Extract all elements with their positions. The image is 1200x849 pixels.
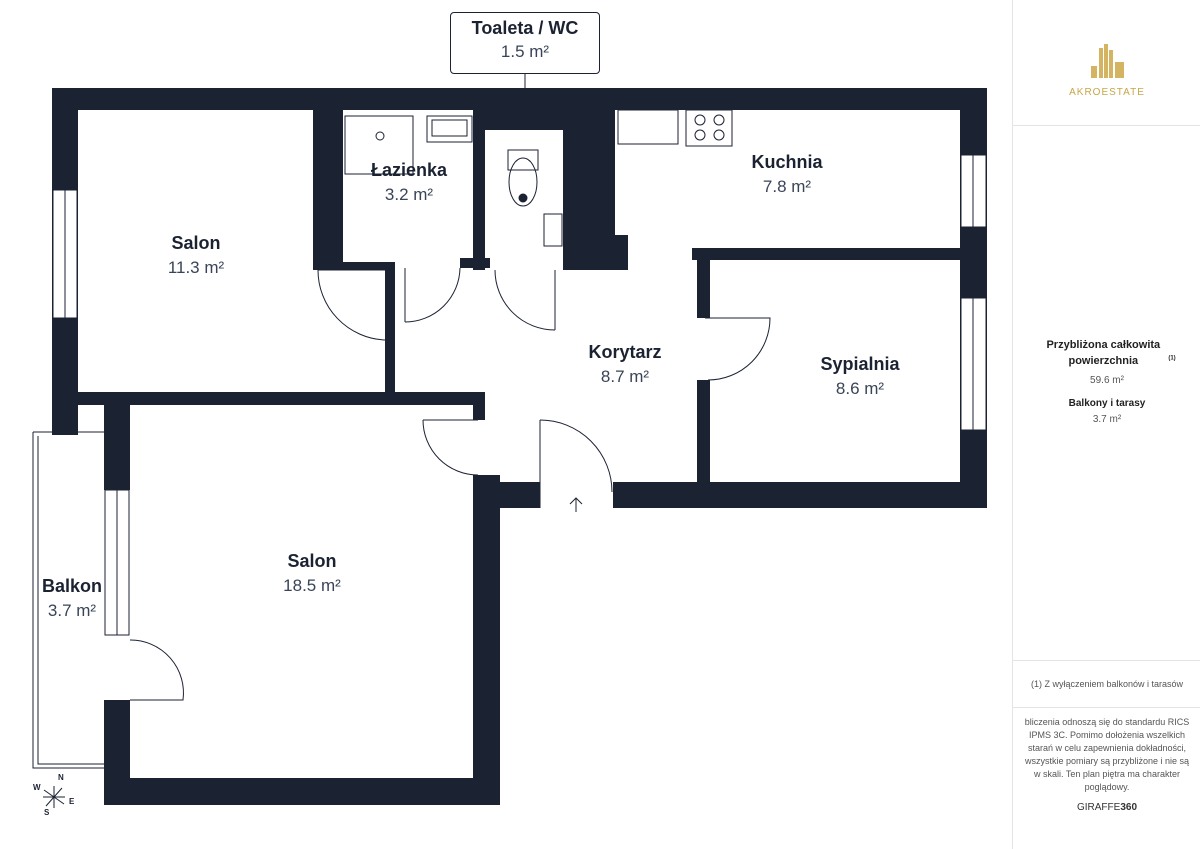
- compass-icon: [43, 786, 65, 808]
- fixtures: [344, 109, 733, 247]
- balcony-value: 3.7 m²: [1092, 414, 1122, 425]
- building-logo-icon: [1091, 44, 1124, 78]
- walls: [52, 88, 987, 805]
- windows: [52, 154, 987, 636]
- brand-b: 360: [1120, 802, 1138, 813]
- brand: GIRAFFE360: [1023, 802, 1191, 813]
- disclaimer-block: bliczenia odnoszą się do standardu RICS …: [1023, 716, 1191, 813]
- compass-e: E: [69, 797, 75, 806]
- info-panel: AKROESTATE Przybliżona całkowita powierz…: [1012, 0, 1200, 849]
- total-area-value: 59.6 m²: [1090, 375, 1124, 386]
- compass-s: S: [44, 808, 50, 817]
- floor-plan: [32, 72, 987, 808]
- balcony-label: Balkony i tarasy: [1068, 398, 1146, 409]
- brand-a: GIRAFFE: [1076, 802, 1121, 813]
- footnote-ref: (1): [1168, 355, 1176, 362]
- footnote: (1) Z wyłączeniem balkonów i tarasów: [1030, 679, 1184, 689]
- compass-n: N: [58, 773, 64, 782]
- logo: AKROESTATE: [1013, 40, 1200, 98]
- doors: [32, 267, 771, 769]
- compass-w: W: [33, 783, 41, 792]
- disclaimer: bliczenia odnoszą się do standardu RICS …: [1024, 717, 1190, 792]
- total-area-label: Przybliżona całkowita powierzchnia: [1046, 339, 1161, 367]
